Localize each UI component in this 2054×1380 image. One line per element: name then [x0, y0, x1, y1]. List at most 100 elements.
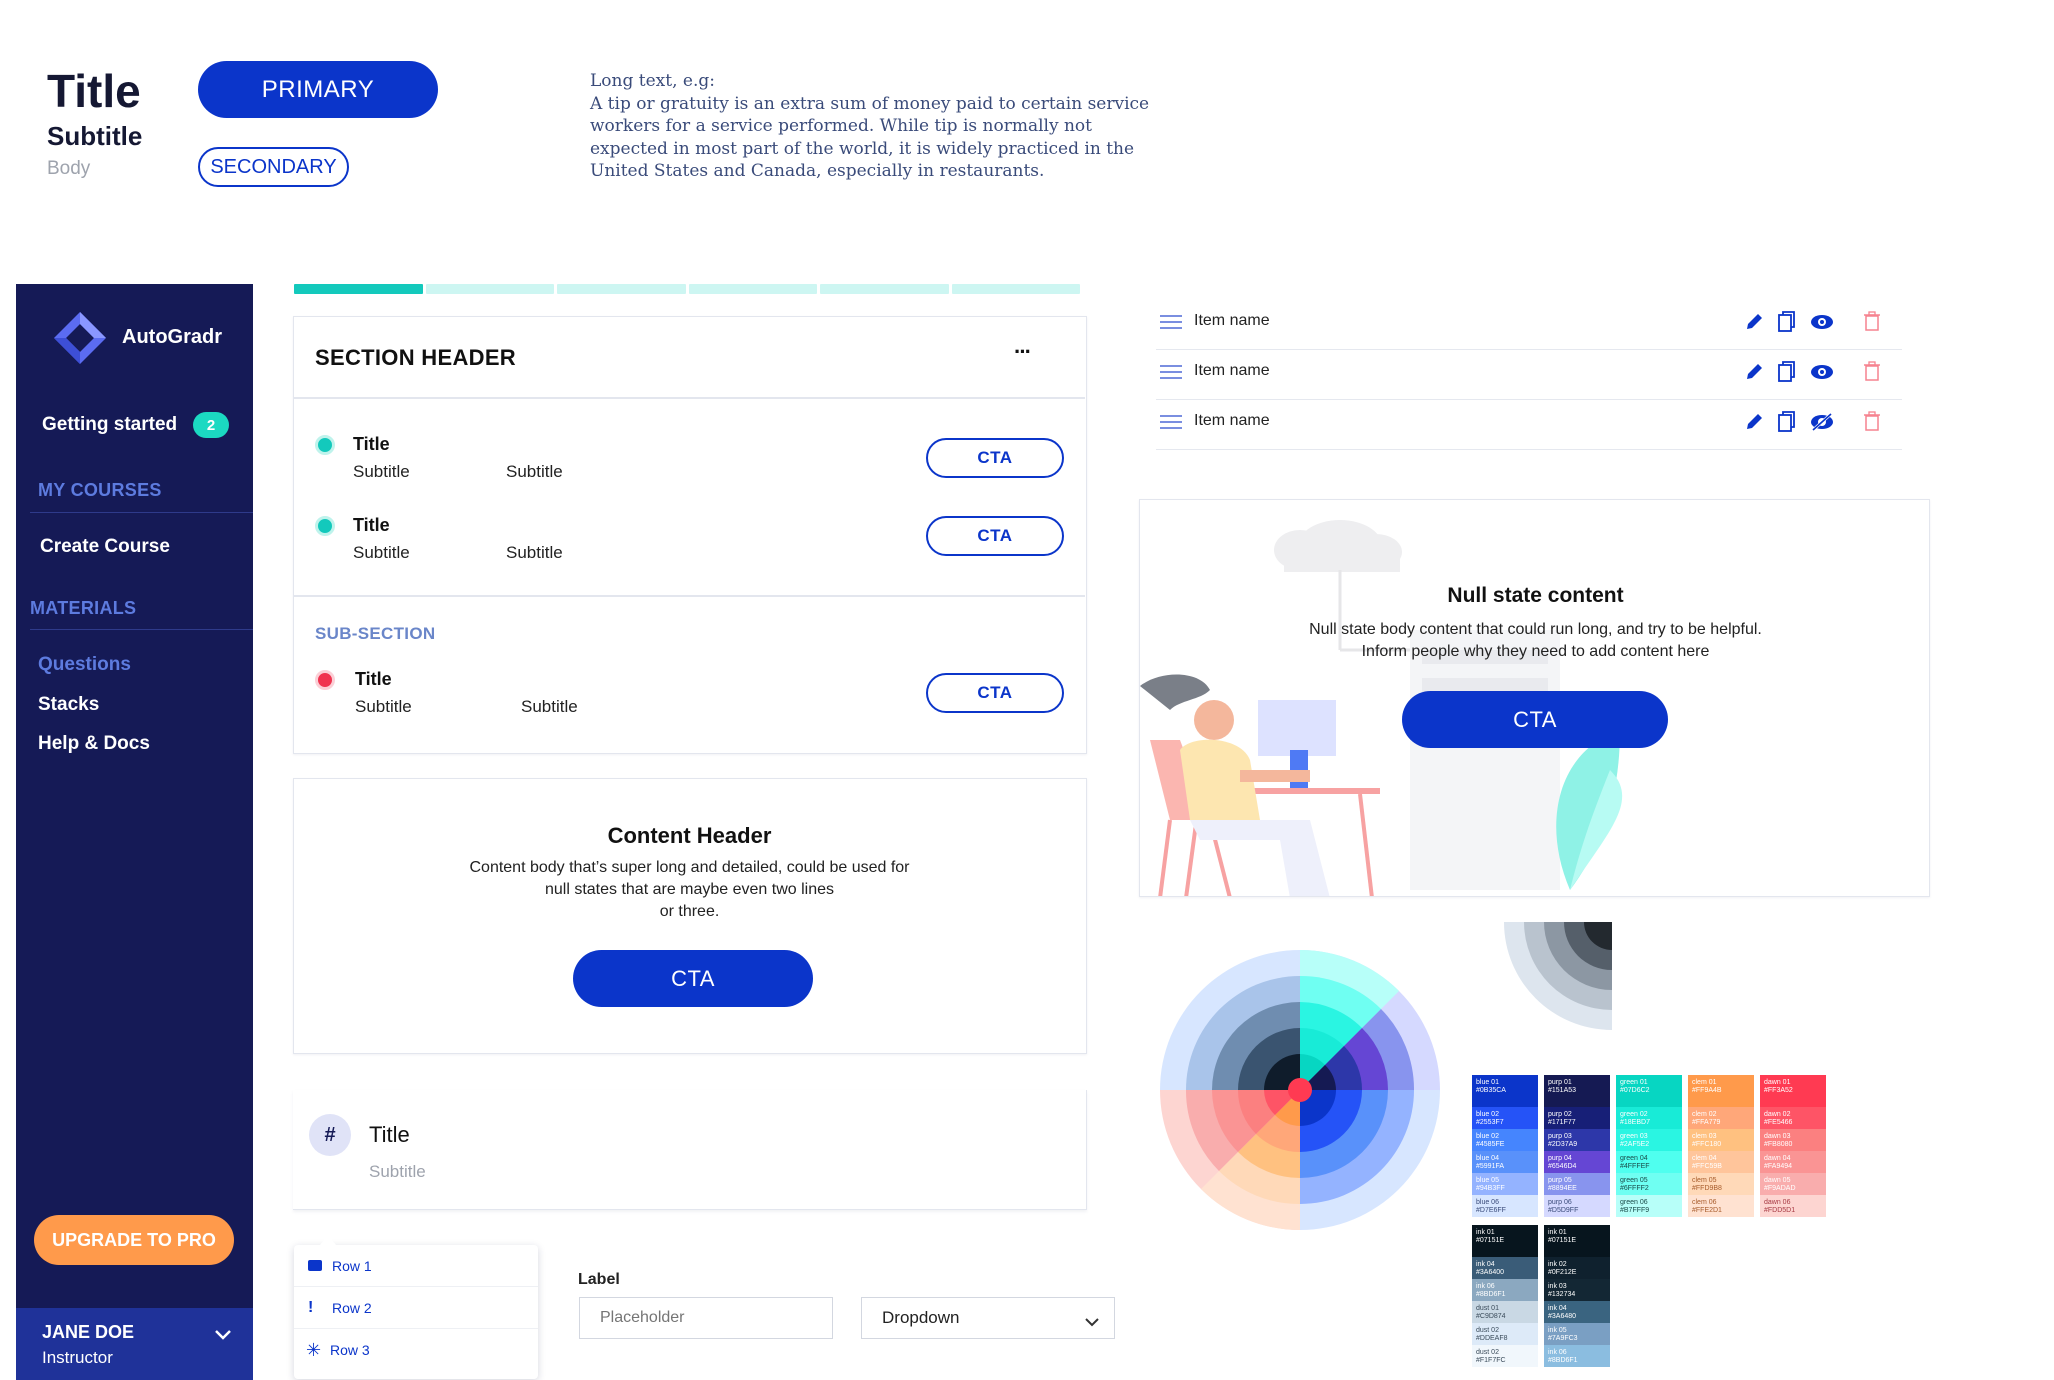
sidebar-section-my-courses: MY COURSES [38, 480, 162, 500]
upgrade-to-pro-button[interactable]: UPGRADE TO PRO [34, 1215, 234, 1265]
swatch: green 01#07D6C2 [1616, 1075, 1682, 1107]
sidebar-item-create-course[interactable]: Create Course [40, 536, 170, 557]
long-text-line: workers for a service performed. While t… [590, 116, 1092, 136]
primary-button[interactable]: PRIMARY [198, 61, 438, 118]
drag-handle-icon[interactable] [1160, 365, 1182, 379]
content-cta-button[interactable]: CTA [573, 950, 813, 1007]
menu-row[interactable]: Row 1 [294, 1245, 538, 1287]
row-cta-button[interactable]: CTA [926, 516, 1064, 556]
sidebar-item-help-docs[interactable]: Help & Docs [38, 733, 150, 754]
swatch-hex: #151A53 [1548, 1087, 1577, 1094]
menu-row-label: Row 3 [330, 1342, 370, 1358]
trash-icon[interactable] [1864, 361, 1880, 381]
swatch-hex: #6FFFF2 [1620, 1185, 1649, 1192]
swatch-hex: #FF3A52 [1764, 1087, 1793, 1094]
row-cta-button[interactable]: CTA [926, 438, 1064, 478]
title-card-subtitle: Subtitle [369, 1162, 426, 1181]
list-item[interactable]: Item name [1156, 350, 1902, 400]
edit-icon[interactable] [1744, 362, 1764, 382]
eye-off-icon[interactable] [1810, 412, 1834, 432]
content-body-line: null states that are maybe even two line… [544, 881, 835, 898]
swatch: purp 01#151A53 [1544, 1075, 1610, 1107]
swatch: clem 02#FFA779 [1688, 1107, 1754, 1129]
progress-segment [951, 284, 1080, 294]
secondary-button[interactable]: SECONDARY [198, 147, 349, 187]
palette-column-green: green 01#07D6C2 green 02#18EBD7 green 03… [1616, 1075, 1682, 1217]
swatch-name: dust 02 [1476, 1327, 1499, 1334]
form-label: Label [578, 1271, 620, 1288]
sidebar-logo-text[interactable]: AutoGradr [122, 326, 222, 348]
gray-quarter-wheel-graphic [1504, 922, 1612, 1030]
swatch: blue 02#4585FE [1472, 1129, 1538, 1151]
ink-palette: ink 01#07151E ink 04#3A6400 ink 06#8BD6F… [1472, 1225, 1610, 1367]
menu-row[interactable]: ✳ Row 3 [294, 1329, 538, 1371]
long-text-line: United States and Canada, especially in … [590, 161, 1045, 181]
list-item[interactable]: Item name [1156, 300, 1902, 350]
swatch-name: green 05 [1620, 1177, 1648, 1184]
swatch-name: purp 05 [1548, 1177, 1572, 1184]
dropdown-select[interactable]: Dropdown [861, 1297, 1115, 1339]
progress-bar [294, 284, 1080, 294]
item-list: Item name Item name Item name [1156, 300, 1902, 450]
edit-icon[interactable] [1744, 412, 1764, 432]
swatch-hex: #8BD6F1 [1476, 1291, 1506, 1298]
drag-handle-icon[interactable] [1160, 415, 1182, 429]
divider [294, 595, 1085, 597]
swatch-hex: #2553F7 [1476, 1119, 1504, 1126]
swatch-hex: #FFE2D1 [1692, 1207, 1722, 1214]
swatch-name: dawn 04 [1764, 1155, 1791, 1162]
swatch-name: clem 06 [1692, 1199, 1717, 1206]
sidebar-item-stacks[interactable]: Stacks [38, 694, 100, 715]
sidebar-item-getting-started[interactable]: Getting started [42, 414, 178, 435]
autogradr-logo-icon[interactable] [52, 310, 108, 366]
swatch-name: dawn 06 [1764, 1199, 1791, 1206]
row-subtitle: Subtitle [353, 543, 410, 562]
chevron-down-icon[interactable] [214, 1328, 232, 1346]
copy-icon[interactable] [1778, 361, 1796, 383]
swatch-hex: #D7E6FF [1476, 1207, 1506, 1214]
edit-icon[interactable] [1744, 312, 1764, 332]
swatch: purp 03#2D37A9 [1544, 1129, 1610, 1151]
palette-column-ink-2: ink 01#07151E ink 02#0F212E ink 03#13273… [1544, 1225, 1610, 1367]
sidebar-item-questions[interactable]: Questions [38, 654, 131, 675]
swatch-name: dawn 02 [1764, 1111, 1791, 1118]
row-cta-button[interactable]: CTA [926, 673, 1064, 713]
swatch: clem 05#FFD9B8 [1688, 1173, 1754, 1195]
swatch: clem 06#FFE2D1 [1688, 1195, 1754, 1217]
swatch-name: dawn 05 [1764, 1177, 1791, 1184]
swatch: dawn 04#FA9494 [1760, 1151, 1826, 1173]
copy-icon[interactable] [1778, 311, 1796, 333]
trash-icon[interactable] [1864, 411, 1880, 431]
sidebar-section-materials: MATERIALS [30, 598, 137, 618]
sub-section-header: SUB-SECTION [315, 624, 436, 643]
swatch: dawn 01#FF3A52 [1760, 1075, 1826, 1107]
null-state-body-line: Inform people why they need to add conte… [1361, 643, 1710, 660]
eye-icon[interactable] [1810, 364, 1834, 380]
copy-icon[interactable] [1778, 411, 1796, 433]
swatch: ink 02#0F212E [1544, 1257, 1610, 1279]
null-state-cta-button[interactable]: CTA [1402, 691, 1668, 748]
long-text-line: expected in most part of the world, it i… [590, 138, 1135, 159]
eye-icon[interactable] [1810, 314, 1834, 330]
swatch-name: green 04 [1620, 1155, 1648, 1162]
swatch-name: purp 02 [1548, 1111, 1572, 1118]
palette-column-blue: blue 01#0B35CA blue 02#2553F7 blue 02#45… [1472, 1075, 1538, 1217]
swatch: ink 01#07151E [1544, 1225, 1610, 1257]
text-input[interactable] [579, 1297, 833, 1339]
sidebar: AutoGradr Getting started 2 MY COURSES C… [16, 284, 253, 1380]
swatch-name: ink 02 [1548, 1261, 1567, 1268]
status-dot-icon [315, 670, 335, 690]
list-item[interactable]: Item name [1156, 400, 1902, 450]
trash-icon[interactable] [1864, 311, 1880, 331]
swatch-hex: #FFC59B [1692, 1163, 1722, 1170]
menu-row[interactable]: ! Row 2 [294, 1287, 538, 1329]
progress-segment [294, 284, 423, 294]
drag-handle-icon[interactable] [1160, 315, 1182, 329]
more-options-icon[interactable]: ··· [1014, 339, 1032, 364]
swatch-hex: #0F212E [1548, 1269, 1577, 1276]
swatch-name: purp 03 [1548, 1133, 1572, 1140]
swatch-hex: #FFC180 [1692, 1141, 1722, 1148]
user-menu[interactable]: JANE DOE Instructor [16, 1308, 253, 1380]
swatch-name: blue 04 [1476, 1155, 1499, 1162]
swatch: clem 01#FF9A4B [1688, 1075, 1754, 1107]
